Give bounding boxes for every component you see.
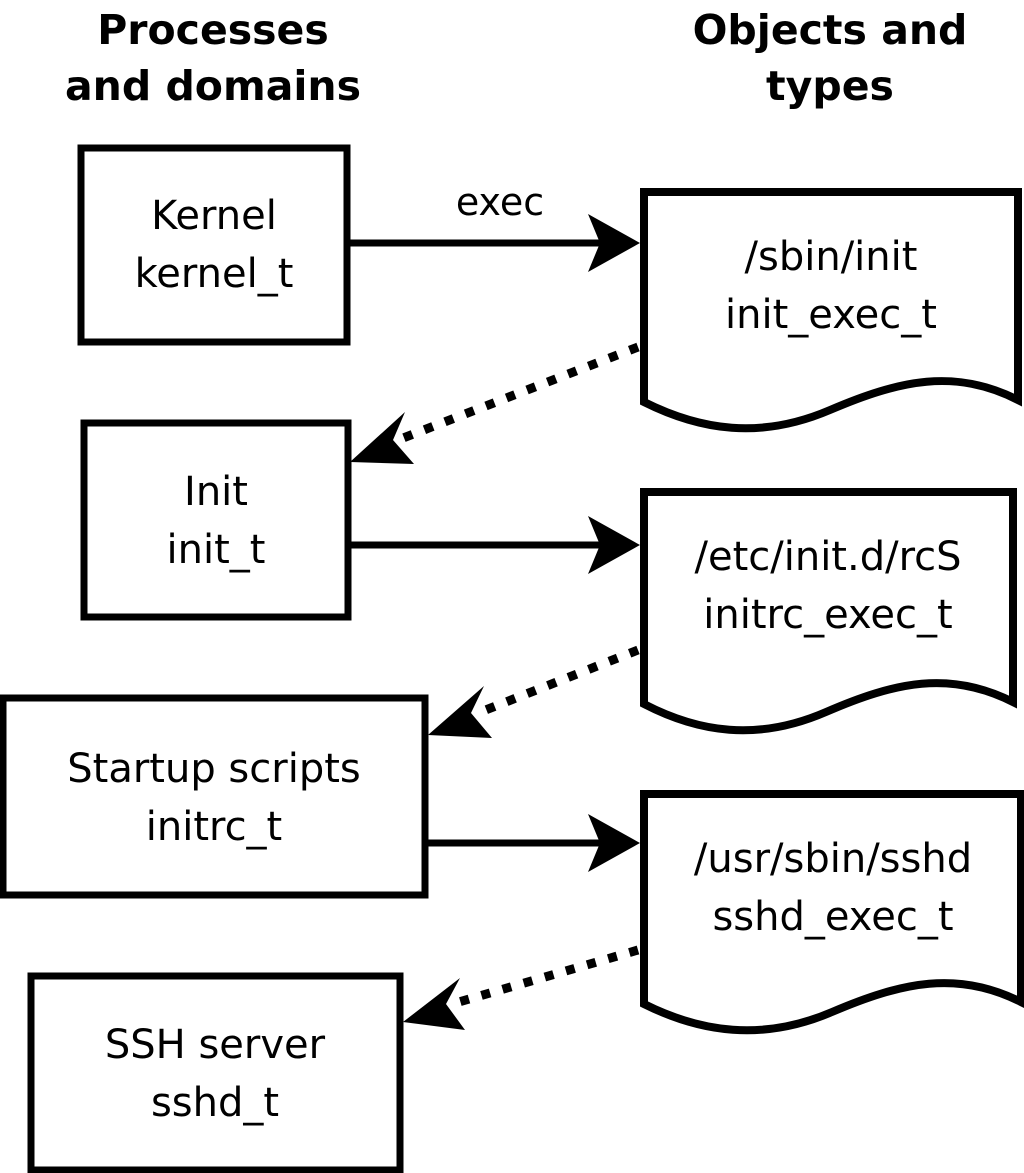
process-node-init-box[interactable] [80,419,352,621]
process-node-initrc-line2: initrc_t [146,804,283,850]
edge-init-to-initrc-exec [350,516,640,574]
arrowhead-right [588,814,640,872]
edge-initrc-exec-to-initrc [428,645,640,738]
edge-line [396,342,640,445]
object-node-sshd-exec[interactable]: /usr/sbin/sshd sshd_exec_t [640,790,1024,1035]
process-node-sshd-line1: SSH server [105,1022,326,1068]
process-node-initrc[interactable]: Startup scripts initrc_t [0,694,429,899]
object-node-initrc-exec-line2: initrc_exec_t [703,592,952,638]
arrowhead-right [588,516,640,574]
process-node-kernel-line2: kernel_t [135,251,294,297]
edge-sshd-exec-to-sshd [403,945,640,1030]
process-node-initrc-box[interactable] [0,694,429,899]
object-node-init-exec-line1: /sbin/init [745,234,918,280]
edge-line [476,645,640,718]
edge-init-exec-to-init [350,342,640,464]
object-node-initrc-exec-line1: /etc/init.d/rcS [694,534,961,580]
column-header-left-line1: Processes [97,6,329,54]
process-node-sshd-box[interactable] [27,972,404,1173]
process-node-kernel-line1: Kernel [151,193,277,239]
object-node-init-exec-doc[interactable] [640,188,1022,433]
column-header-left-line2: and domains [65,62,361,110]
object-node-sshd-exec-doc[interactable] [640,790,1024,1035]
column-header-right-line2: types [766,62,894,110]
process-node-sshd-line2: sshd_t [151,1080,279,1126]
edge-kernel-exec-init-exec: exec [348,180,640,272]
column-header-right-line1: Objects and [693,6,968,54]
edge-line [450,945,640,1009]
process-node-init-line1: Init [184,469,248,515]
object-node-initrc-exec[interactable]: /etc/init.d/rcS initrc_exec_t [640,488,1017,735]
object-node-sshd-exec-line1: /usr/sbin/sshd [694,836,972,882]
arrowhead-left [403,978,465,1030]
edge-initrc-to-sshd-exec [428,814,640,872]
process-node-kernel-box[interactable] [77,144,351,346]
arrowhead-left [350,412,414,464]
process-node-initrc-line1: Startup scripts [67,746,360,792]
process-node-init[interactable]: Init init_t [80,419,352,621]
object-node-sshd-exec-line2: sshd_exec_t [712,894,953,940]
object-node-init-exec[interactable]: /sbin/init init_exec_t [640,188,1022,433]
arrowhead-left [428,686,492,738]
column-header-right: Objects and types [693,6,968,110]
process-node-kernel[interactable]: Kernel kernel_t [77,144,351,346]
column-header-left: Processes and domains [65,6,361,110]
process-node-sshd[interactable]: SSH server sshd_t [27,972,404,1173]
edge-label-exec: exec [456,180,544,224]
object-node-init-exec-line2: init_exec_t [725,292,937,338]
object-node-initrc-exec-doc[interactable] [640,488,1017,735]
process-node-init-line2: init_t [167,527,266,573]
arrowhead-right [588,214,640,272]
